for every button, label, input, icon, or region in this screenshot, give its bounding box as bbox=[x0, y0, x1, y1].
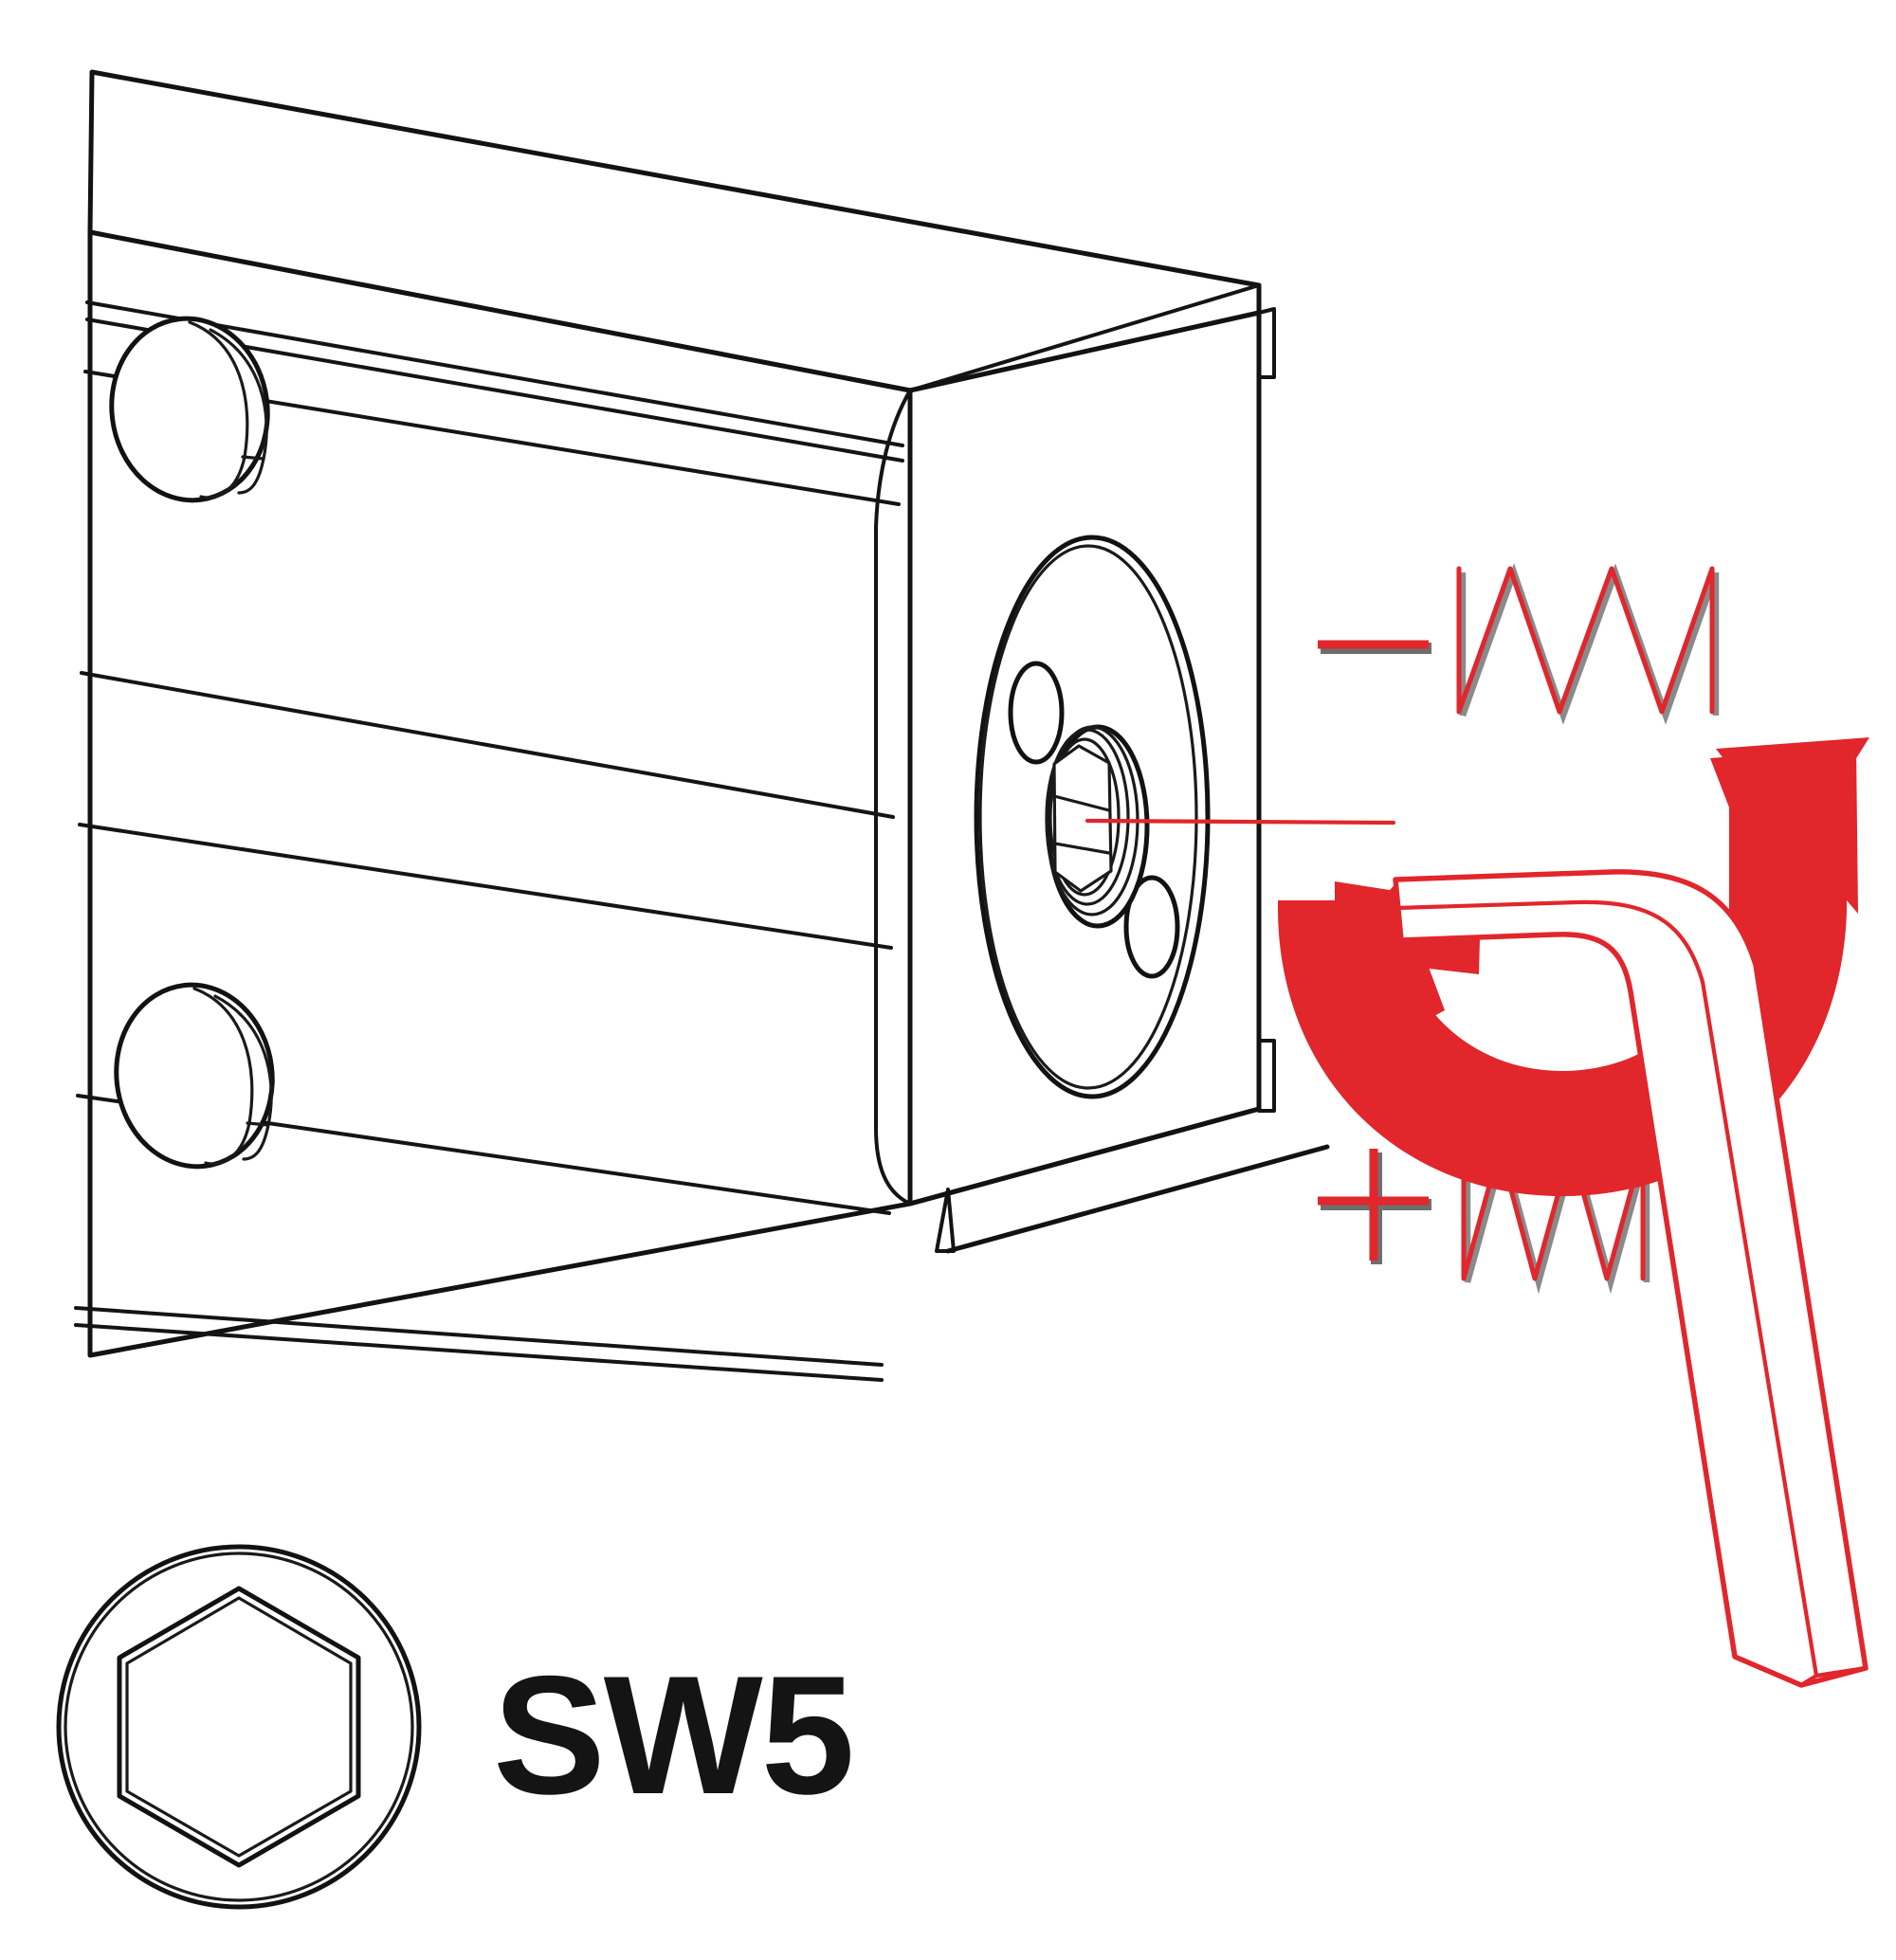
end-face-disc-inner bbox=[978, 544, 1198, 1090]
hex-tool-outer-circle bbox=[56, 1544, 422, 1910]
bore-hole-upper-depth-line bbox=[241, 455, 265, 461]
disc-pilot-hole-lower bbox=[1123, 875, 1180, 979]
leader-line-icon bbox=[1085, 818, 1396, 826]
hex-socket-inner-edge-lower bbox=[1053, 842, 1111, 855]
bore-hole-lower-inner-arc-a bbox=[192, 987, 254, 1166]
hex-socket-icon bbox=[1052, 744, 1113, 893]
extrusion-bottom-notch bbox=[935, 1188, 956, 1253]
extrusion-end-face-fillet-top bbox=[874, 389, 912, 1130]
bore-hole-upper-outer bbox=[109, 316, 270, 503]
spring-extended-shadow bbox=[1459, 563, 1720, 725]
plus-sign-icon bbox=[1318, 1149, 1429, 1261]
hex-socket-fill bbox=[1054, 746, 1111, 891]
bore-hole-upper bbox=[109, 316, 270, 503]
hex-tool-hexagon-inner bbox=[125, 1596, 353, 1858]
extrusion-base-receding-edge bbox=[945, 1144, 1330, 1254]
hex-tool-hexagon bbox=[117, 1586, 361, 1868]
extrusion-right-notch-bottom bbox=[1257, 1039, 1276, 1113]
hex-key-tip-chamfer bbox=[1798, 1665, 1869, 1688]
set-screw bbox=[1045, 724, 1150, 929]
rotation-arrow-head-left-tip bbox=[1327, 883, 1445, 1052]
hex-tool-legend-icon bbox=[56, 1544, 422, 1910]
bore-hole-lower-inner-arc-b bbox=[213, 994, 273, 1161]
rotation-arrow-head-up-tip bbox=[1716, 737, 1869, 853]
set-screw-ring-4 bbox=[1048, 737, 1121, 897]
hex-key-icon bbox=[1393, 869, 1869, 1688]
hex-tool-outer-circle-inner bbox=[64, 1552, 414, 1902]
hex-key-facet-line-upper bbox=[1395, 899, 1819, 1679]
extrusion-groove-lower-3 bbox=[74, 1323, 884, 1382]
extrusion-bottom-edge bbox=[907, 1106, 1262, 1207]
extrusion-groove-middle-2 bbox=[78, 823, 893, 950]
extrusion-groove-lower-2 bbox=[74, 1306, 884, 1367]
bore-hole-lower-outer bbox=[114, 982, 275, 1170]
extrusion-end-face-fillet-bottom bbox=[874, 1126, 912, 1206]
bore-hole-lower-depth-line bbox=[246, 1121, 270, 1127]
end-face-disc bbox=[974, 535, 1211, 1099]
spring-extended-icon bbox=[1456, 566, 1715, 715]
extrusion-top-edge-line bbox=[908, 283, 1261, 392]
bore-hole-lower bbox=[114, 982, 275, 1170]
set-screw-ring-3 bbox=[1045, 728, 1130, 906]
extrusion-groove-middle bbox=[80, 671, 895, 819]
bore-hole-upper-inner-arc-a bbox=[188, 320, 249, 499]
hex-socket-inner-edge-upper bbox=[1052, 794, 1111, 812]
disc-pilot-hole-upper bbox=[1008, 661, 1065, 765]
extrusion-groove-upper-a bbox=[85, 300, 904, 447]
tool-size-label: SW5 bbox=[493, 1641, 855, 1829]
hex-key-facet-line-lower bbox=[1398, 932, 1738, 1660]
hex-key-short-arm-end bbox=[1393, 877, 1404, 943]
extrusion-right-notch-top bbox=[1257, 307, 1276, 379]
bore-hole-upper-inner-arc-b bbox=[209, 328, 268, 495]
